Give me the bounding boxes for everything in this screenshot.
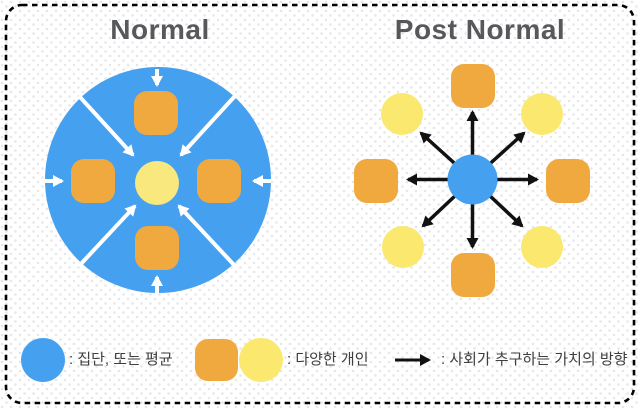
individual-square-left — [354, 159, 398, 203]
inward-arrow-bottom-left — [77, 204, 137, 268]
individual-square-right — [546, 159, 590, 203]
individual-circle-top-right — [521, 93, 563, 135]
legend-individual-circle — [239, 338, 283, 382]
legend-individual-square — [195, 339, 238, 381]
individual-circle-bottom-right — [521, 226, 563, 268]
legend-group-circle — [21, 338, 65, 382]
legend-individual-label: : 다양한 개인 — [287, 351, 369, 368]
individual-circle-top-left — [381, 93, 423, 135]
individual-square-bottom — [451, 253, 495, 297]
individual-circle-bottom-left — [382, 226, 424, 268]
inward-arrow-top-left — [77, 94, 135, 157]
post-normal-diagram — [354, 64, 590, 297]
inward-arrow-bottom-right — [177, 204, 237, 268]
individual-square-left — [71, 159, 115, 203]
group-center-circle — [447, 154, 498, 205]
legend-direction-arrow-icon — [395, 354, 431, 366]
legend-direction-label: : 사회가 추구하는 가치의 방향 — [441, 351, 628, 368]
post-normal-title: Post Normal — [394, 14, 566, 45]
individual-square-bottom — [135, 226, 179, 270]
legend-group-label: : 집단, 또는 평균 — [69, 351, 173, 368]
normal-diagram — [45, 67, 271, 293]
individual-square-top — [134, 91, 178, 135]
average-center-circle — [135, 161, 179, 205]
individual-square-top — [451, 64, 495, 108]
individual-square-right — [197, 159, 241, 203]
dashed-frame-border — [4, 3, 636, 405]
normal-title: Normal — [110, 14, 210, 45]
inward-arrow-top-right — [179, 94, 237, 157]
